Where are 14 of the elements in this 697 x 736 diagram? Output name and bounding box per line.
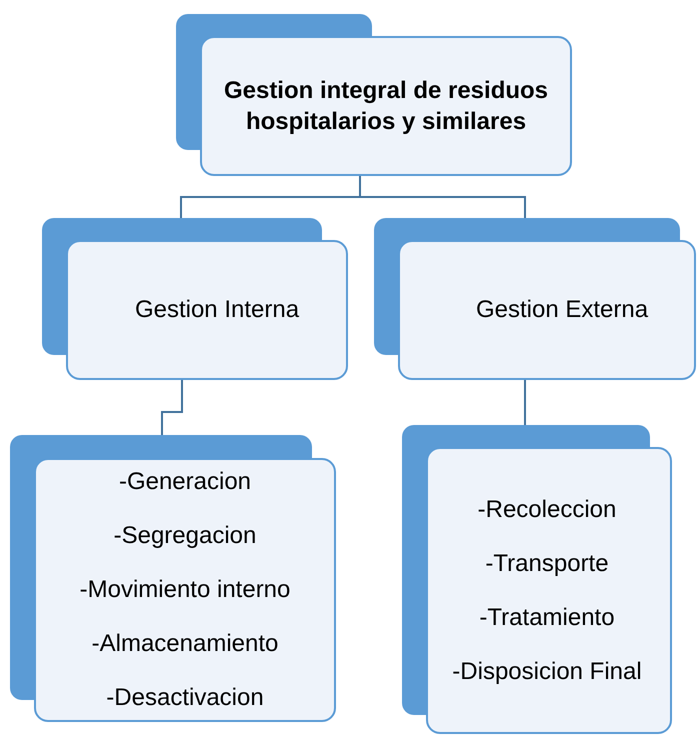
box-text: -Generacion	[118, 467, 252, 497]
box-text: Gestion Externa	[476, 295, 648, 325]
box-text: -Desactivacion	[106, 683, 264, 713]
box-text: -Tratamiento	[479, 602, 615, 632]
connector-line	[161, 380, 183, 435]
box-text: -Almacenamiento	[92, 629, 278, 659]
box-text: Gestion Interna	[134, 295, 300, 325]
title-text: Gestion integral de residuos hospitalarios y similares	[222, 76, 550, 137]
connector-line	[524, 380, 526, 425]
box-text: -Movimiento interno	[80, 575, 290, 605]
box-text: -Transporte	[485, 548, 609, 578]
box-text: -Segregacion	[114, 521, 256, 551]
box-text: -Disposicion Final	[452, 656, 642, 686]
box-text: -Recoleccion	[478, 494, 616, 524]
